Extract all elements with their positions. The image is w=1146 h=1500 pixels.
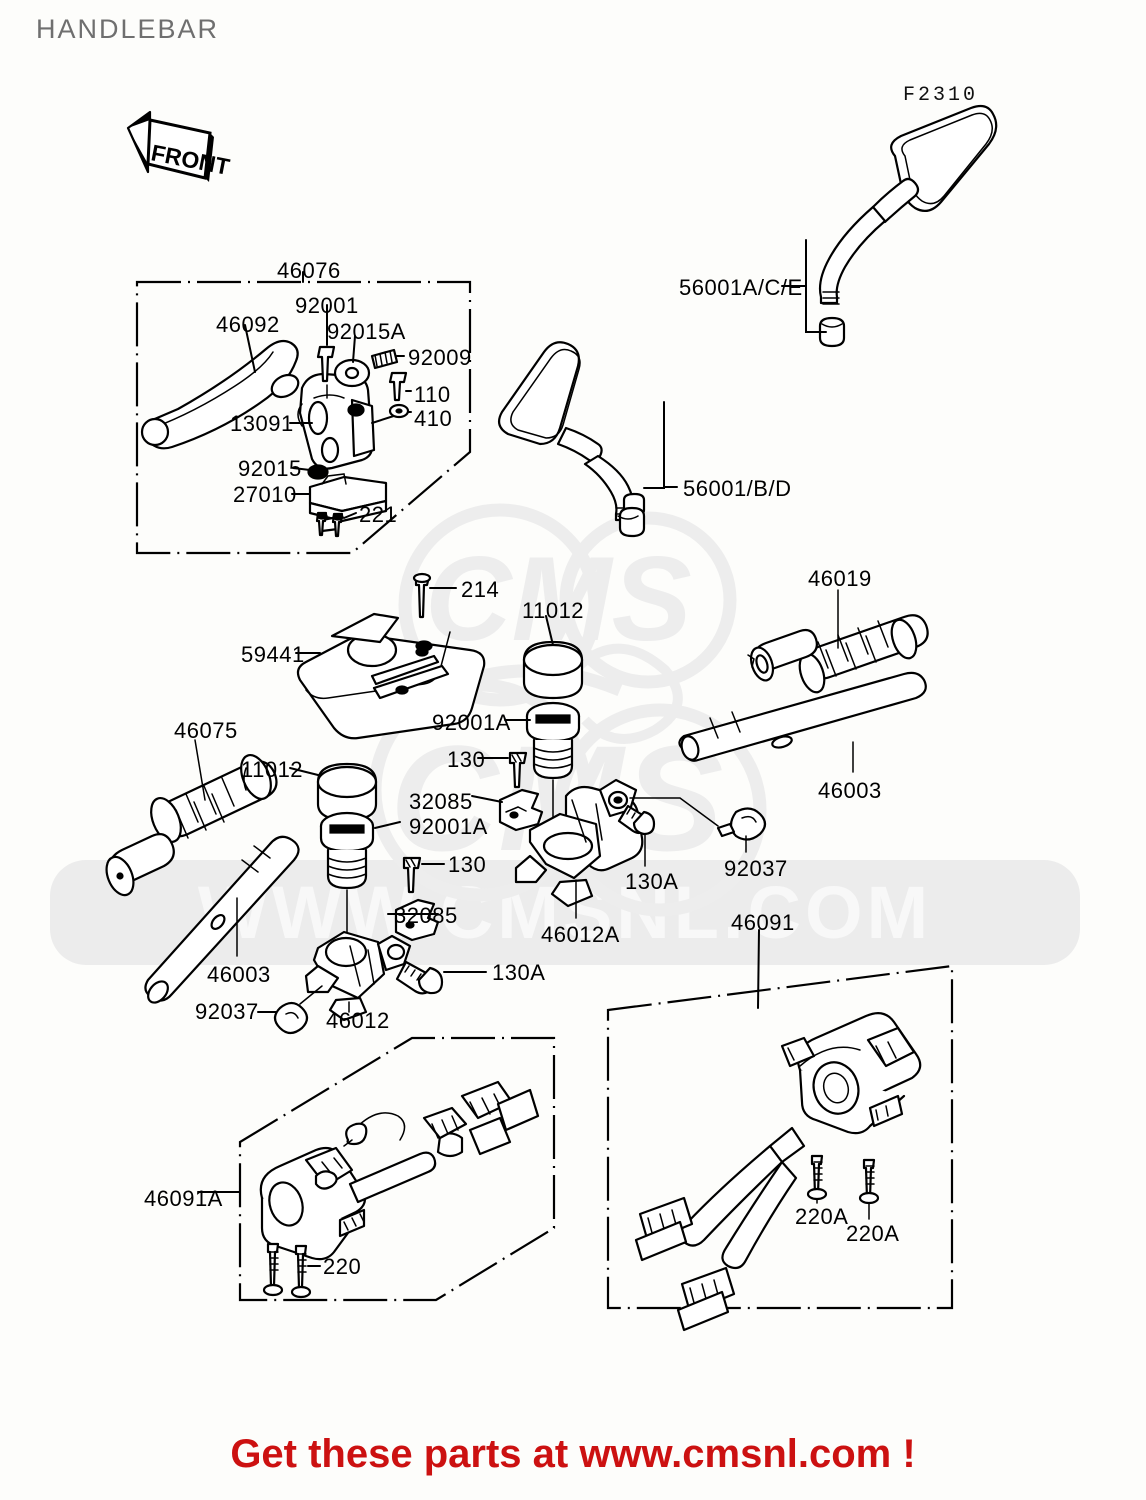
part-46012A-holder [514,778,644,908]
label-220: 220 [323,1254,362,1279]
part-214-screw [412,572,433,652]
label-46075: 46075 [174,718,238,743]
label-27010: 27010 [233,482,297,507]
group-box-46076 [135,280,472,555]
label-130-lower: 130 [448,852,487,877]
part-11012-cap-right [522,640,584,700]
label-92001A-upper: 92001A [432,710,511,735]
part-46003-bar-right [678,671,927,762]
label-92001A-lower: 92001A [409,814,488,839]
part-410-washer [388,403,410,419]
part-221-screws [315,511,344,538]
part-130A-bolt-lower [395,960,444,995]
part-92001A-plug-right [525,701,581,780]
label-46003-right: 46003 [818,778,882,803]
group-box-46091A [238,1036,556,1302]
page-title: HANDLEBAR [36,14,220,44]
part-220-screws [262,1242,312,1299]
part-46092-lever [140,339,300,450]
part-110-bolt [388,371,408,402]
label-92015A: 92015A [327,319,406,344]
part-130A-bolt-right [617,804,656,836]
label-221: 221 [359,502,398,527]
diagram-code: F2310 [903,84,979,107]
part-32085-clamp-lower [394,898,440,942]
part-46091A-left-switch [259,1080,540,1261]
label-46012A: 46012A [541,922,620,947]
part-32085-clamp-upper [498,788,544,832]
label-130A-upper: 130A [625,869,679,894]
part-59441-cover [296,612,486,740]
label-92015: 92015 [238,456,302,481]
label-56001ACE: 56001A/C/E [679,275,803,300]
label-11012-upper: 11012 [522,598,585,623]
part-92037-clamp-left [273,1001,309,1035]
group-box-46091 [606,964,954,1310]
part-220A-screws [806,1154,880,1205]
footer-cta[interactable]: Get these parts at www.cmsnl.com ! [230,1432,916,1476]
part-92015-nut [307,464,329,480]
part-92037-clamp-right [716,807,767,841]
part-46003-bar-left [144,835,300,1004]
part-46019-grip [747,614,929,694]
front-arrow-emblem: FRONT [126,110,232,182]
label-11012-lower: 11012 [241,757,304,782]
part-130-bolt-lower [402,856,422,894]
part-46091-right-switch [634,1011,922,1332]
label-46076: 46076 [277,258,341,283]
part-11012-cap-left [316,762,378,822]
part-46075-grip [105,754,278,897]
label-220A-right: 220A [846,1221,900,1246]
part-130-bolt-upper [508,751,528,789]
label-92037-left: 92037 [195,999,259,1024]
label-32085-lower: 32085 [394,903,458,928]
label-130A-lower: 130A [492,960,546,985]
label-13091: 13091 [230,411,294,436]
label-32085-upper: 32085 [409,789,473,814]
label-46091A: 46091A [144,1186,223,1211]
label-220A-left: 220A [795,1204,849,1229]
part-92009-screw [370,348,399,370]
label-214: 214 [461,577,500,602]
label-410: 410 [414,406,453,431]
part-92015A-washer [333,358,371,388]
part-27010-switch [308,473,388,533]
part-56001ACE-mirror [818,104,998,348]
label-92009: 92009 [408,345,472,370]
label-110: 110 [414,382,451,407]
label-46019: 46019 [808,566,872,591]
label-46012: 46012 [326,1008,390,1033]
label-92037-right: 92037 [724,856,788,881]
part-13091-holder [297,372,376,470]
part-46012-holder [304,930,412,1022]
label-46003-left: 46003 [207,962,271,987]
part-92001A-plug-left [319,811,375,890]
label-56001BD: 56001/B/D [683,476,792,501]
label-130-upper: 130 [447,747,486,772]
label-46092: 46092 [216,312,280,337]
label-46091: 46091 [731,910,795,935]
label-59441: 59441 [241,642,305,667]
label-92001: 92001 [295,293,359,318]
part-92001-bolt [316,345,336,399]
part-56001BD-mirror [497,341,646,538]
